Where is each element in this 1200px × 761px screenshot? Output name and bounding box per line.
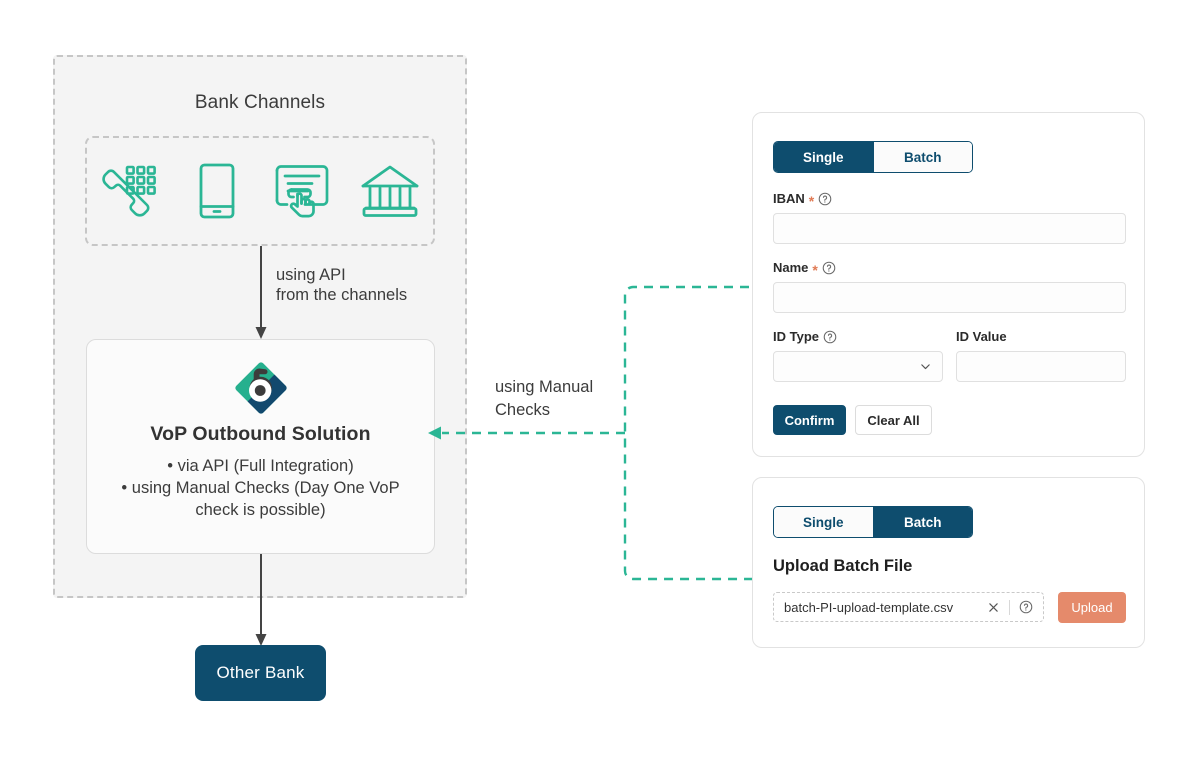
- manual-checks-label-line2: Checks: [495, 400, 551, 419]
- online-form-click-icon: [272, 160, 334, 222]
- file-drop-zone[interactable]: batch-PI-upload-template.csv: [773, 592, 1044, 622]
- bank-building-icon: [359, 160, 421, 222]
- phone-keypad-icon: [99, 160, 161, 222]
- vop-bullet-0: • via API (Full Integration): [167, 457, 354, 475]
- single-check-card: Single Batch IBAN * Name *: [752, 112, 1145, 457]
- api-flow-label-line2: from the channels: [276, 286, 408, 305]
- tab-batch-batchcard[interactable]: Batch: [872, 507, 972, 537]
- iban-label: IBAN *: [773, 191, 832, 209]
- clear-file-icon[interactable]: [987, 601, 1000, 614]
- name-label: Name *: [773, 260, 836, 278]
- id-value-label: ID Value: [956, 329, 1007, 344]
- tab-single[interactable]: Single: [774, 142, 873, 172]
- single-card-mode-tabs[interactable]: Single Batch: [773, 141, 973, 173]
- confirm-button[interactable]: Confirm: [773, 405, 846, 435]
- upload-batch-file-title: Upload Batch File: [773, 557, 913, 575]
- upload-help-icon[interactable]: [1019, 600, 1033, 614]
- batch-card-mode-tabs[interactable]: Single Batch: [773, 506, 973, 538]
- name-label-text: Name: [773, 260, 809, 275]
- id-type-help-icon[interactable]: [823, 330, 837, 344]
- manual-checks-label-line1: using Manual: [495, 378, 594, 396]
- vop-bullet-list: • via API (Full Integration) • using Man…: [87, 455, 434, 521]
- api-flow-label-line1: using API: [276, 266, 346, 284]
- vop-bullet-1: • using Manual Checks (Day One VoP: [121, 479, 400, 498]
- iban-required-marker: *: [808, 192, 815, 209]
- id-value-input[interactable]: [956, 351, 1126, 382]
- manual-checks-label: using Manual Checks: [495, 376, 625, 422]
- vop-brand-logo: [232, 359, 290, 417]
- id-type-label-text: ID Type: [773, 329, 819, 344]
- iban-help-icon[interactable]: [818, 192, 832, 206]
- other-bank-flow-arrow: [255, 554, 267, 646]
- upload-button[interactable]: Upload: [1058, 592, 1126, 623]
- chevron-down-icon: [921, 364, 930, 370]
- mobile-phone-icon: [186, 160, 248, 222]
- id-value-label-text: ID Value: [956, 329, 1007, 344]
- id-type-label: ID Type: [773, 329, 837, 344]
- vop-title: VoP Outbound Solution: [150, 423, 371, 445]
- tab-single-batchcard[interactable]: Single: [774, 507, 873, 537]
- other-bank-label: Other Bank: [216, 663, 305, 682]
- api-flow-label: using API from the channels: [276, 265, 407, 305]
- vop-outbound-solution-card: VoP Outbound Solution • via API (Full In…: [86, 339, 435, 554]
- name-help-icon[interactable]: [822, 261, 836, 275]
- vop-bullet-2: check is possible): [195, 501, 326, 520]
- bank-channels-title: Bank Channels: [194, 92, 326, 113]
- selected-file-name: batch-PI-upload-template.csv: [784, 599, 954, 615]
- file-actions-divider: [1009, 599, 1010, 615]
- name-required-marker: *: [812, 261, 818, 278]
- batch-upload-card: Single Batch Upload Batch File batch-PI-…: [752, 477, 1145, 648]
- manual-checks-connector: [428, 285, 765, 581]
- id-type-select[interactable]: [773, 351, 943, 382]
- channel-icons-group: [85, 136, 435, 246]
- other-bank-node: Other Bank: [195, 645, 326, 701]
- iban-label-text: IBAN: [773, 191, 805, 206]
- iban-input[interactable]: [773, 213, 1126, 244]
- name-input[interactable]: [773, 282, 1126, 313]
- tab-batch[interactable]: Batch: [872, 142, 972, 172]
- clear-all-button[interactable]: Clear All: [855, 405, 932, 435]
- api-flow-arrow: [255, 246, 267, 339]
